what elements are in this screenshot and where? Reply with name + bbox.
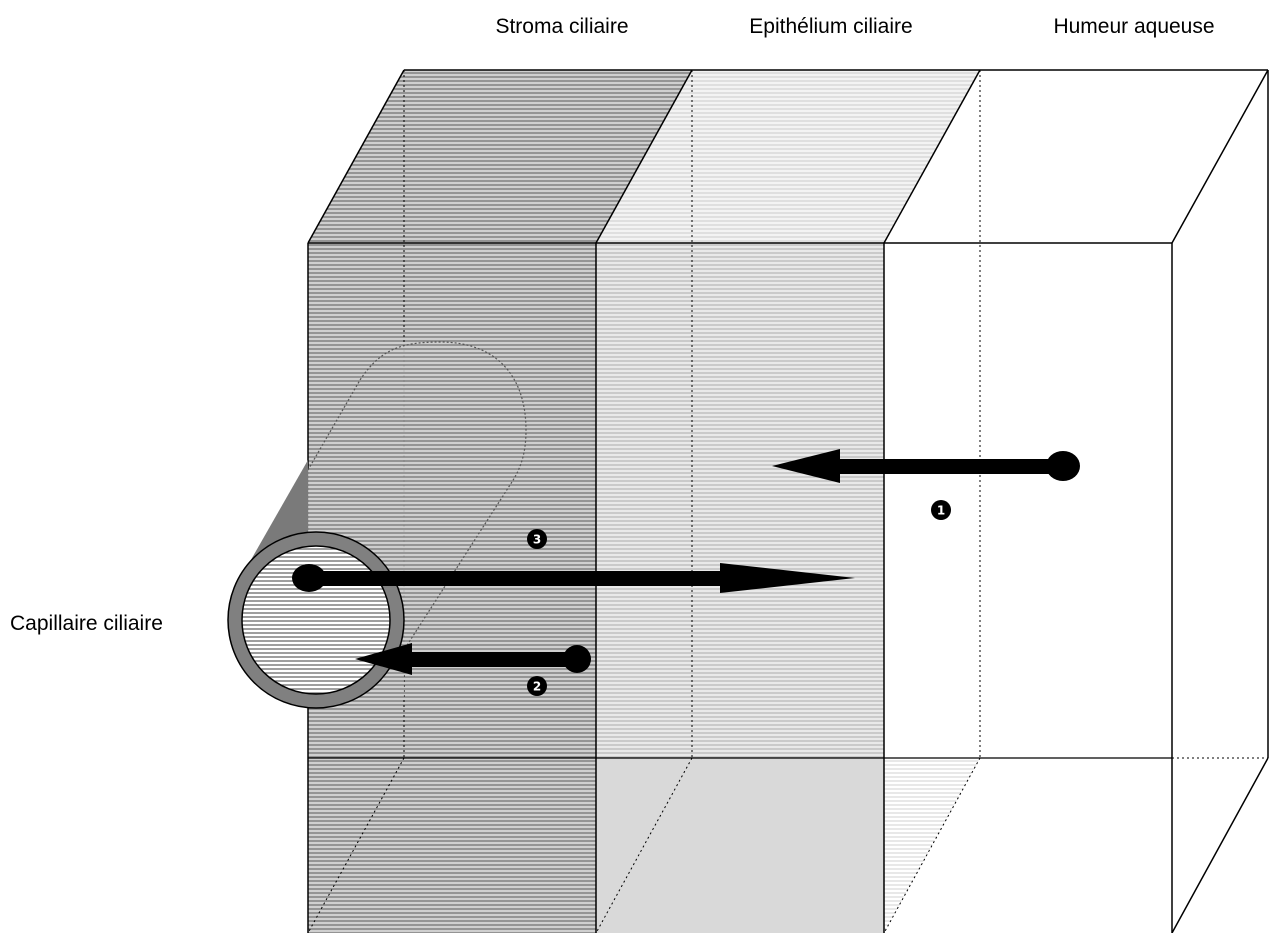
marker-1: 1 (931, 500, 951, 520)
hidden-edges (307, 70, 1268, 933)
label-capillaire: Capillaire ciliaire (10, 612, 163, 635)
arrow-2 (355, 643, 591, 675)
svg-text:1: 1 (937, 504, 945, 518)
stroma-top-face (308, 70, 692, 243)
marker-3: 3 (527, 529, 547, 549)
arrow-1 (772, 449, 1080, 483)
epithelium-top-face (596, 70, 980, 243)
label-epithelium: Epithélium ciliaire (749, 15, 912, 38)
svg-text:3: 3 (533, 533, 541, 547)
stroma-bottom-face (308, 758, 596, 933)
label-stroma: Stroma ciliaire (495, 15, 628, 38)
arrow-3 (292, 563, 855, 593)
humeur-bottom-face (884, 758, 980, 933)
svg-text:2: 2 (533, 680, 541, 694)
epithelium-bottom-face (596, 758, 884, 933)
label-humeur: Humeur aqueuse (1053, 15, 1214, 38)
capillary-tube-outline (307, 341, 527, 651)
marker-2: 2 (527, 676, 547, 696)
